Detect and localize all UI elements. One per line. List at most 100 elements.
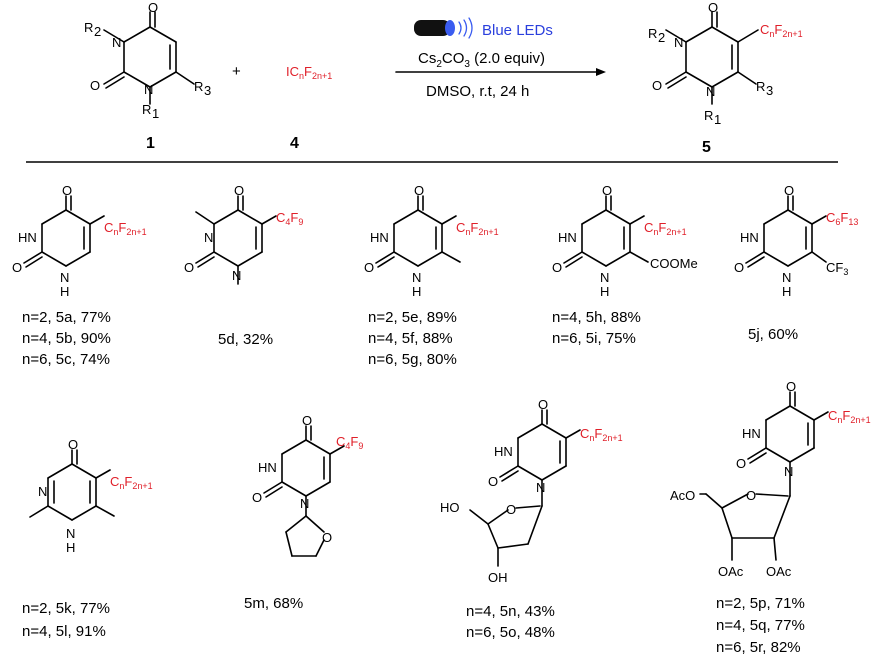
svg-text:N: N: [232, 268, 241, 283]
svg-text:R: R: [756, 79, 765, 94]
svg-text:O: O: [538, 397, 548, 412]
svg-text:N: N: [412, 270, 421, 285]
yield-5b: n=4, 5b, 90%: [22, 330, 111, 347]
svg-text:O: O: [488, 474, 498, 489]
svg-text:O: O: [234, 183, 244, 198]
svg-text:R: R: [84, 20, 93, 35]
svg-text:N: N: [66, 526, 75, 541]
plus-sign: +: [232, 63, 241, 80]
svg-text:2: 2: [94, 24, 101, 39]
svg-text:H: H: [60, 284, 69, 299]
svg-text:N: N: [112, 35, 121, 50]
svg-text:3: 3: [766, 83, 773, 98]
yield-5m: 5m, 68%: [244, 595, 303, 612]
structure-5n-o: O HN O N O HO OH CnF2n+1: [440, 397, 623, 585]
yield-5a: n=2, 5a, 77%: [22, 309, 111, 326]
structure-5a-c: O HN O NH CnF2n+1: [12, 183, 147, 299]
svg-text:C4F9: C4F9: [276, 210, 303, 227]
svg-text:O: O: [322, 530, 332, 545]
base-label: Cs2CO3 (2.0 equiv): [418, 50, 545, 70]
structure-5m: O HN O N O C4F9: [252, 413, 363, 557]
yield-5q: n=4, 5q, 77%: [716, 617, 805, 634]
svg-text:O: O: [184, 260, 194, 275]
svg-text:3: 3: [204, 83, 211, 98]
svg-text:R: R: [142, 102, 151, 117]
reactant-1-label: 1: [146, 135, 155, 152]
svg-text:O: O: [62, 183, 72, 198]
svg-text:O: O: [12, 260, 22, 275]
svg-text:CF3: CF3: [826, 260, 848, 277]
svg-text:HN: HN: [258, 460, 277, 475]
blue-led-icon: [414, 17, 473, 39]
structure-5k-l: O N NH CnF2n+1: [29, 437, 153, 555]
svg-text:O: O: [414, 183, 424, 198]
yield-5d: 5d, 32%: [218, 331, 273, 348]
svg-text:HO: HO: [440, 500, 460, 515]
svg-text:R: R: [648, 26, 657, 41]
svg-text:O: O: [68, 437, 78, 452]
svg-text:CnF2n+1: CnF2n+1: [104, 220, 147, 237]
light-source-label: Blue LEDs: [482, 22, 553, 39]
structure-5j: O HN O NH C6F13 CF3: [734, 183, 858, 299]
svg-text:O: O: [552, 260, 562, 275]
reagent-4-label: 4: [290, 135, 299, 152]
svg-text:O: O: [148, 0, 158, 15]
svg-text:CnF2n+1: CnF2n+1: [644, 220, 687, 237]
svg-text:N: N: [600, 270, 609, 285]
svg-text:H: H: [600, 284, 609, 299]
svg-text:OH: OH: [488, 570, 508, 585]
svg-text:O: O: [736, 456, 746, 471]
svg-text:N: N: [300, 496, 309, 511]
svg-text:HN: HN: [18, 230, 37, 245]
yield-5k: n=2, 5k, 77%: [22, 600, 110, 617]
svg-text:1: 1: [152, 106, 159, 121]
svg-text:N: N: [674, 35, 683, 50]
svg-text:HN: HN: [740, 230, 759, 245]
svg-text:C4F9: C4F9: [336, 434, 363, 451]
svg-text:OAc: OAc: [718, 564, 744, 579]
svg-text:N: N: [144, 82, 153, 97]
svg-text:N: N: [706, 84, 715, 99]
yield-5l: n=4, 5l, 91%: [22, 623, 106, 640]
yield-5j: 5j, 60%: [748, 326, 798, 343]
svg-text:O: O: [364, 260, 374, 275]
svg-text:C6F13: C6F13: [826, 210, 858, 227]
yield-5g: n=6, 5g, 80%: [368, 351, 457, 368]
svg-text:H: H: [412, 284, 421, 299]
yield-5i: n=6, 5i, 75%: [552, 330, 636, 347]
conditions-label: DMSO, r.t, 24 h: [426, 83, 529, 100]
reagent-4-formula: ICnF2n+1: [286, 64, 332, 81]
svg-text:2: 2: [658, 30, 665, 45]
svg-text:O: O: [784, 183, 794, 198]
svg-text:H: H: [782, 284, 791, 299]
svg-text:O: O: [602, 183, 612, 198]
svg-text:AcO: AcO: [670, 488, 695, 503]
svg-text:HN: HN: [742, 426, 761, 441]
svg-text:N: N: [536, 480, 545, 495]
svg-text:CnF2n+1: CnF2n+1: [828, 408, 871, 425]
svg-text:CnF2n+1: CnF2n+1: [110, 474, 153, 491]
svg-text:HN: HN: [558, 230, 577, 245]
yield-5p: n=2, 5p, 71%: [716, 595, 805, 612]
svg-text:CnF2n+1: CnF2n+1: [580, 426, 623, 443]
structure-5p-r: O HN O N O AcO OAc OAc CnF2n+1: [670, 379, 871, 579]
svg-text:O: O: [506, 502, 516, 517]
svg-text:R: R: [194, 79, 203, 94]
svg-text:R: R: [704, 108, 713, 123]
yield-5r: n=6, 5r, 82%: [716, 639, 801, 656]
svg-text:CnF2n+1: CnF2n+1: [760, 22, 803, 39]
svg-text:O: O: [734, 260, 744, 275]
svg-text:N: N: [38, 484, 47, 499]
svg-text:COOMe: COOMe: [650, 256, 698, 271]
svg-text:O: O: [652, 78, 662, 93]
svg-text:1: 1: [714, 112, 721, 127]
svg-text:O: O: [786, 379, 796, 394]
yield-5n: n=4, 5n, 43%: [466, 603, 555, 620]
svg-text:HN: HN: [494, 444, 513, 459]
svg-text:CnF2n+1: CnF2n+1: [456, 220, 499, 237]
yield-5o: n=6, 5o, 48%: [466, 624, 555, 641]
